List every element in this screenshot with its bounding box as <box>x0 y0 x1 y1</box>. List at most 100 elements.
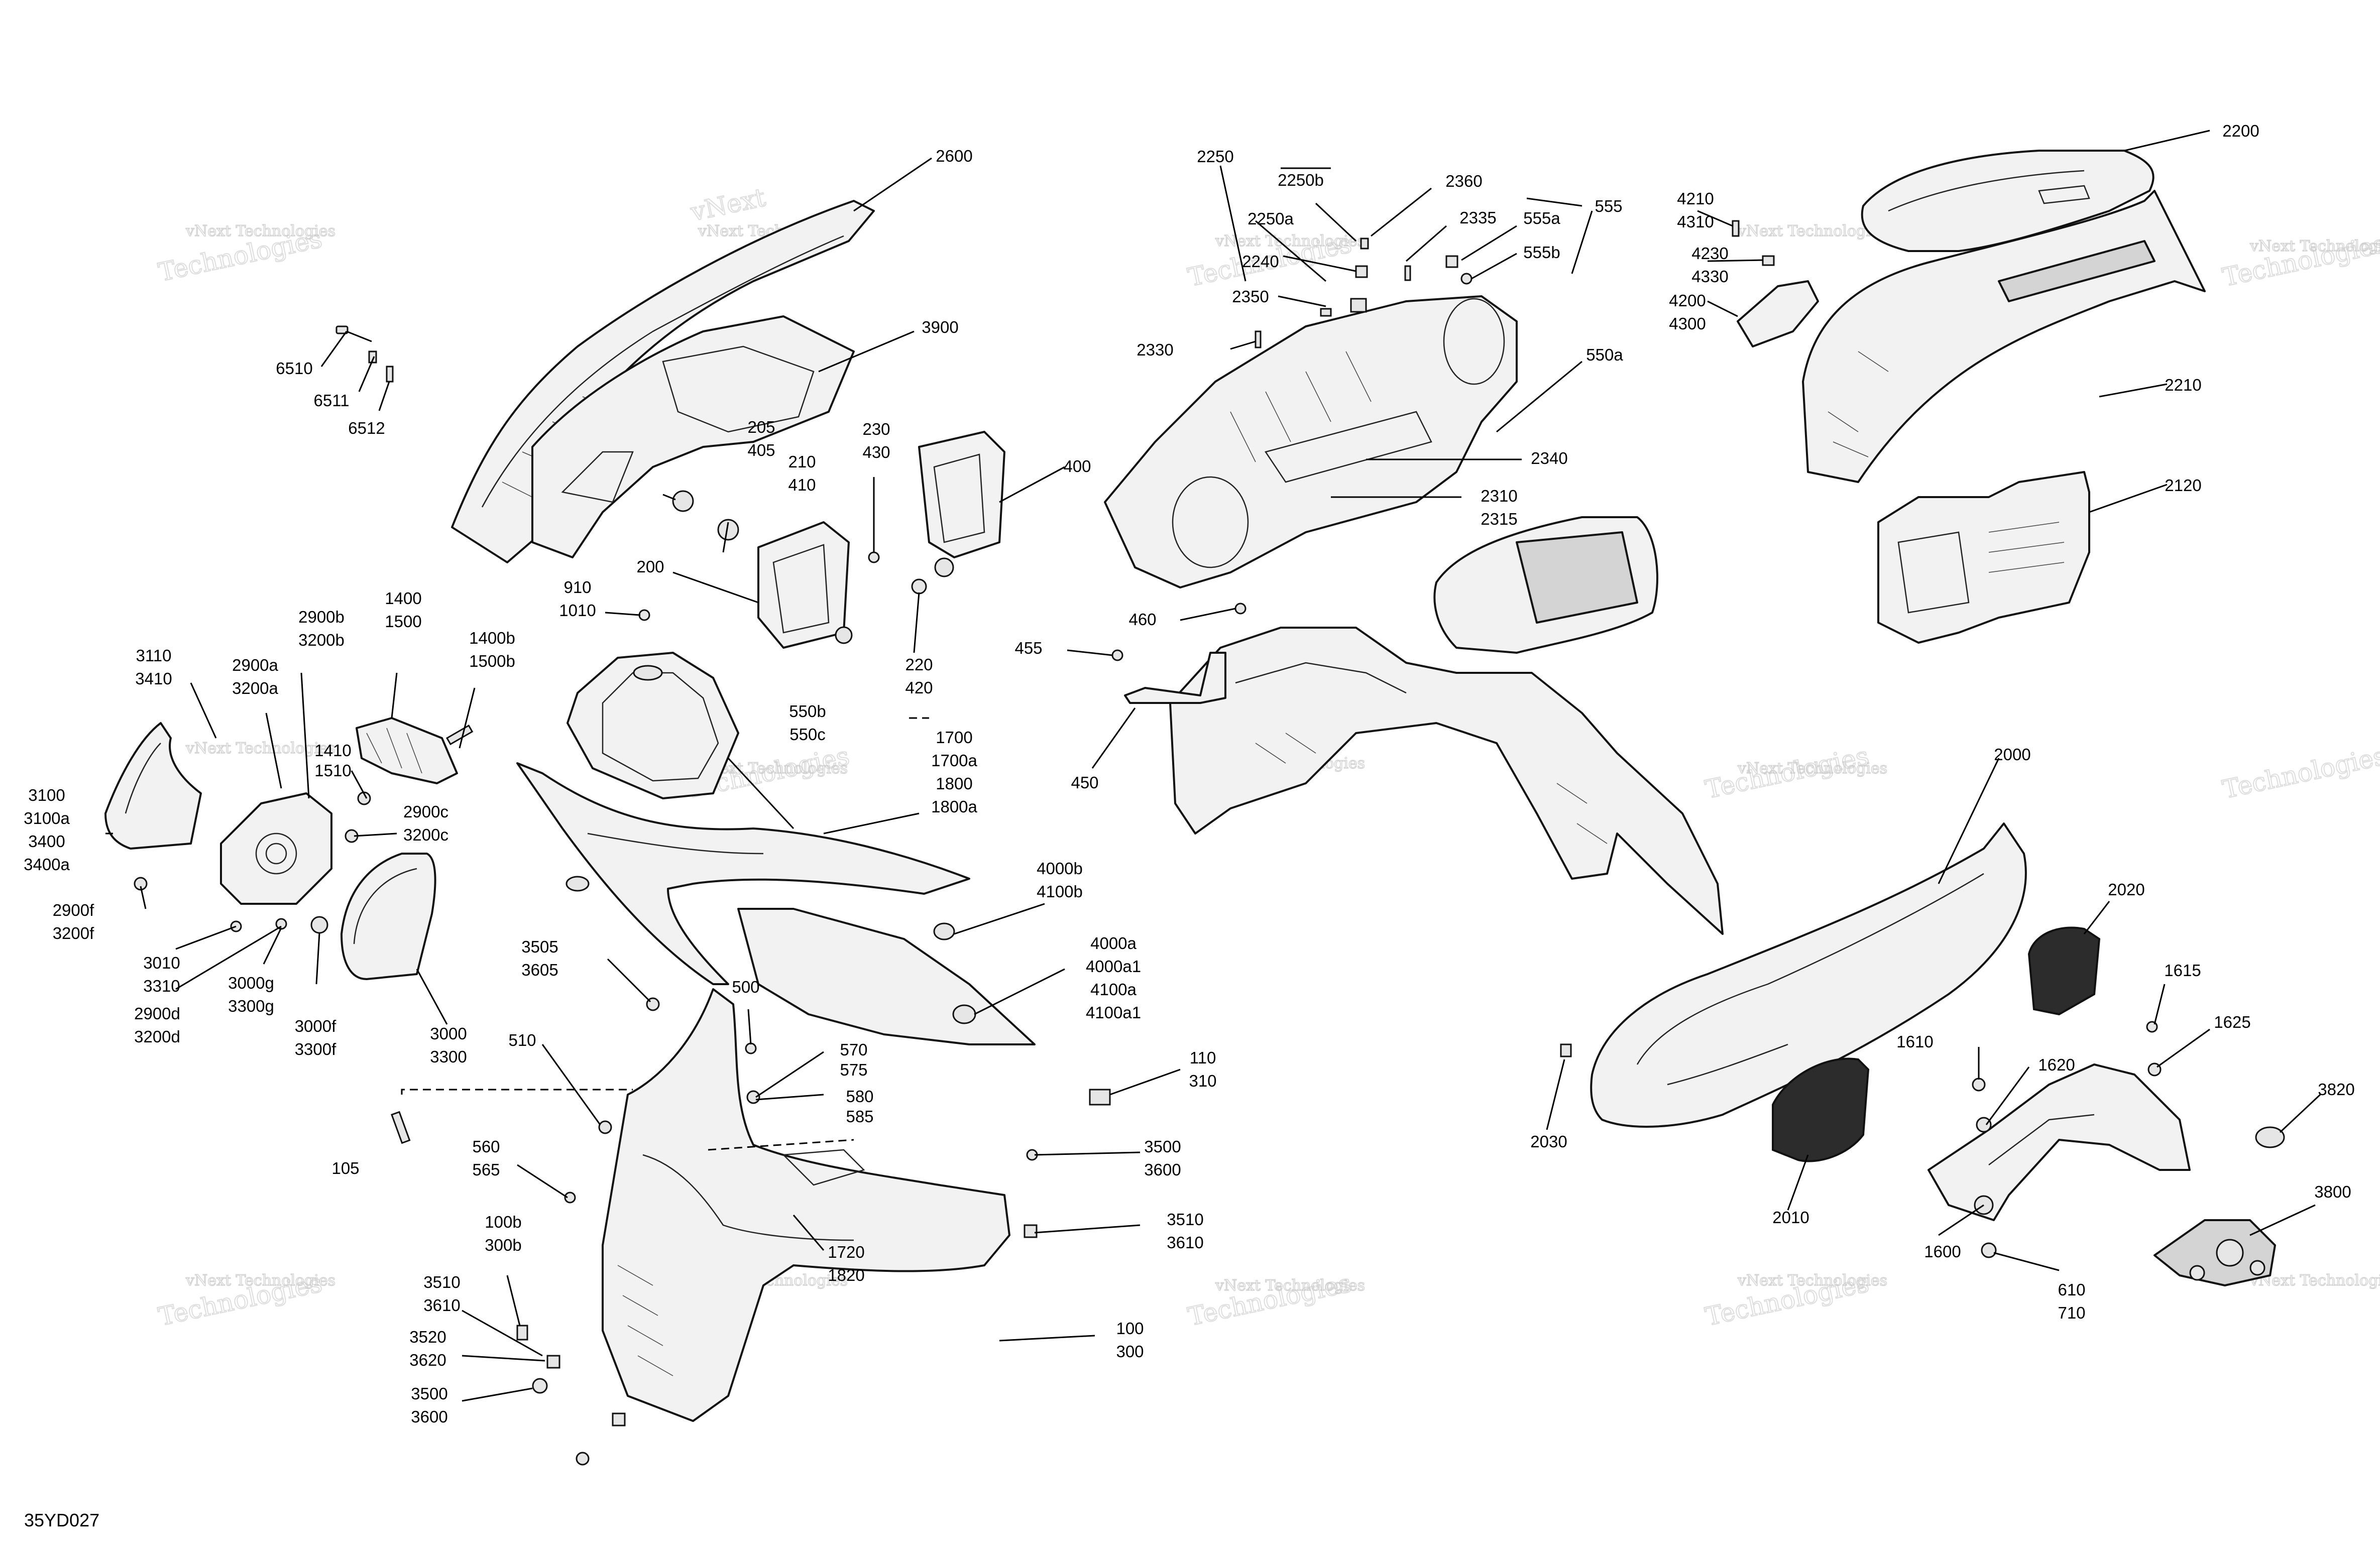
callout-6510: 6510 <box>276 359 312 378</box>
watermark-text: vNext Technologies <box>1215 232 1365 250</box>
part-3820-plug <box>2255 1126 2285 1148</box>
figure-code: 35YD027 <box>24 1510 99 1530</box>
callout-2000: 2000 <box>1994 745 2030 764</box>
watermark-text: vNext Technologies <box>1737 760 1887 777</box>
callout-2350: 2350 <box>1232 287 1269 306</box>
part-2010-speaker-grille <box>1772 1057 1870 1162</box>
callout-3900: 3900 <box>922 318 958 336</box>
part-6510-fastener <box>335 325 394 383</box>
leader-lines <box>105 130 2321 1402</box>
callout-2335: 2335 <box>1459 208 1496 227</box>
part-2210-dash-panel <box>1802 190 2206 483</box>
part-205-fastener <box>662 490 927 595</box>
part-2200-top-cover <box>1861 150 2155 252</box>
part-2250-bracket-stack <box>1255 238 1472 348</box>
watermark-text: Technologies <box>2220 741 2380 804</box>
part-4000a-side-panel <box>737 908 1036 1045</box>
part-2000-instrument-housing <box>1590 822 2027 1128</box>
part-3100-mirror-cover <box>104 722 202 850</box>
callout-1615: 1615 <box>2164 961 2201 980</box>
watermark-top-left: vNext Technologies Technologies <box>155 222 335 288</box>
watermark-text: Technologies <box>1703 741 1871 804</box>
watermark-text: vNext Technologies <box>2249 238 2380 255</box>
callout-200: 200 <box>636 557 664 576</box>
callout-2600: 2600 <box>936 147 972 165</box>
callout-550a: 550a <box>1586 345 1623 364</box>
callout-2030: 2030 <box>1530 1132 1567 1151</box>
callout-510: 510 <box>508 1031 536 1049</box>
part-3800-cover-plate <box>2154 1219 2276 1286</box>
dashed-lines <box>401 717 929 1151</box>
callout-555: 555 <box>1595 197 1622 215</box>
part-1700-side-trim <box>516 762 970 985</box>
callout-1620: 1620 <box>2038 1055 2075 1074</box>
part-dashboard-bracket <box>1169 627 1724 935</box>
watermark-text: vNext Technologies <box>1737 222 1887 240</box>
callout-2250a: 2250a <box>1248 209 1294 228</box>
callout-6511: 6511 <box>314 391 350 410</box>
part-3000-mirror-glass <box>341 853 436 980</box>
callout-6512: 6512 <box>348 419 385 437</box>
callout-2330: 2330 <box>1137 340 1173 359</box>
part-2020-speaker-grille <box>2027 926 2101 1016</box>
watermark-text: vNext Technologies <box>185 1272 335 1289</box>
callout-2200: 2200 <box>2222 122 2259 140</box>
part-550b-headlight-housing <box>566 652 739 799</box>
callout-1600: 1600 <box>1924 1242 1961 1261</box>
watermark-text: vNext Technologies <box>185 740 335 757</box>
watermark-text: vNext Technologies <box>1215 1277 1365 1294</box>
callout-455: 455 <box>1014 639 1042 657</box>
part-200-headlight-bracket <box>757 521 853 649</box>
callout-3820: 3820 <box>2318 1080 2354 1099</box>
callout-2250b: 2250b <box>1278 171 1324 189</box>
callout-105: 105 <box>331 1159 359 1177</box>
callout-2210: 2210 <box>2165 376 2201 394</box>
watermark-bottom: vNext Technologies Technologies vNext Te… <box>155 1268 2380 1332</box>
part-2120-storage-bin <box>1877 471 2090 644</box>
callout-2020: 2020 <box>2108 880 2144 899</box>
part-450-bracket <box>1111 603 1246 704</box>
part-550a-main-frame <box>1104 295 1518 588</box>
callout-460: 460 <box>1128 610 1156 629</box>
part-3900-inner-panel <box>531 315 855 558</box>
part-small-hardware-left <box>134 609 660 1011</box>
part-100-lower-fairing <box>602 988 1010 1422</box>
callout-2120: 2120 <box>2165 476 2201 495</box>
callout-2360: 2360 <box>1445 172 1482 190</box>
part-4200-clip <box>1732 220 1819 347</box>
callout-500: 500 <box>732 978 759 996</box>
callout-555a: 555a <box>1523 209 1560 227</box>
callout-2010: 2010 <box>1772 1208 1809 1227</box>
